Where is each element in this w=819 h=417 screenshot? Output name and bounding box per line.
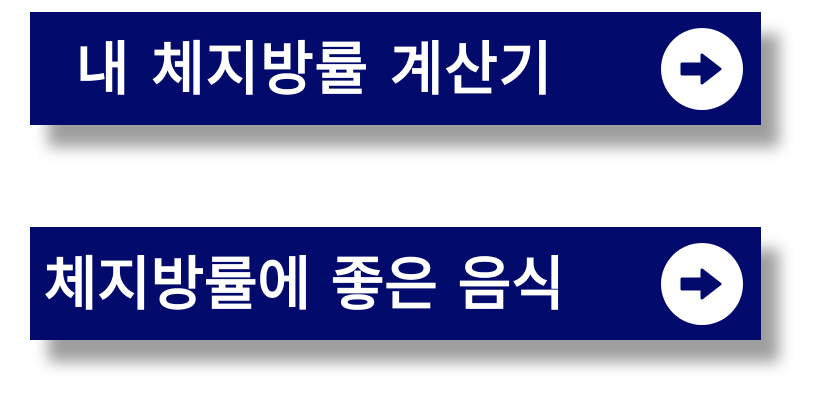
arrow-right-icon <box>680 268 722 299</box>
body-fat-foods-button[interactable]: 체지방률에 좋은 음식 <box>30 227 761 340</box>
body-fat-calculator-label: 내 체지방률 계산기 <box>76 34 554 103</box>
arrow-right-circle-icon <box>661 27 743 110</box>
body-fat-foods-label: 체지방률에 좋은 음식 <box>44 249 565 318</box>
body-fat-calculator-button[interactable]: 내 체지방률 계산기 <box>30 12 761 125</box>
arrow-right-icon <box>680 53 722 84</box>
arrow-right-circle-icon <box>661 242 743 325</box>
